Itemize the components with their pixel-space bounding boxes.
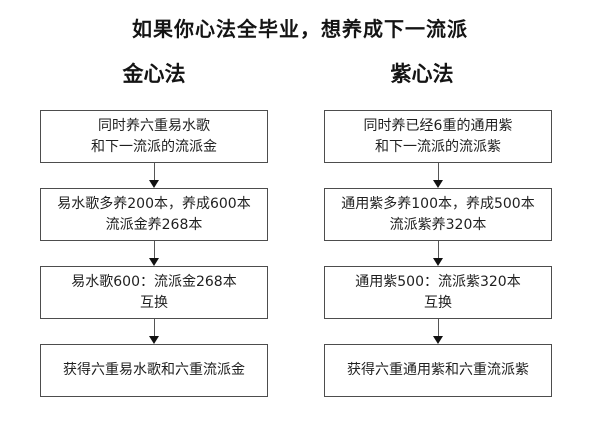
arrow-head <box>433 336 443 344</box>
arrow-shaft <box>437 163 439 180</box>
down-arrow-icon <box>40 319 268 344</box>
down-arrow-icon <box>324 319 552 344</box>
arrow-shaft <box>437 241 439 258</box>
purple-step-3: 通用紫500：流派紫320本 互换 <box>324 266 552 319</box>
page-title: 如果你心法全毕业，想养成下一流派 <box>132 17 468 41</box>
column-purple: 紫心法 同时养已经6重的通用紫 和下一流派的流派紫 通用紫多养100本，养成50… <box>324 60 552 397</box>
arrow-shaft <box>153 241 155 258</box>
down-arrow-icon <box>324 163 552 188</box>
down-arrow-icon <box>324 241 552 266</box>
arrow-head <box>149 180 159 188</box>
arrow-head <box>149 336 159 344</box>
purple-step-1: 同时养已经6重的通用紫 和下一流派的流派紫 <box>324 110 552 163</box>
column-gold-header: 金心法 <box>122 62 186 86</box>
arrow-head <box>433 258 443 266</box>
purple-step-4: 获得六重通用紫和六重流派紫 <box>324 344 552 397</box>
column-purple-header: 紫心法 <box>390 62 454 86</box>
arrow-head <box>149 258 159 266</box>
gold-step-3: 易水歌600：流派金268本 互换 <box>40 266 268 319</box>
gold-step-1: 同时养六重易水歌 和下一流派的流派金 <box>40 110 268 163</box>
arrow-shaft <box>437 319 439 336</box>
arrow-shaft <box>153 163 155 180</box>
arrow-head <box>433 180 443 188</box>
down-arrow-icon <box>40 163 268 188</box>
arrow-shaft <box>153 319 155 336</box>
down-arrow-icon <box>40 241 268 266</box>
gold-step-2: 易水歌多养200本，养成600本 流派金养268本 <box>40 188 268 241</box>
purple-step-2: 通用紫多养100本，养成500本 流派紫养320本 <box>324 188 552 241</box>
column-gold: 金心法 同时养六重易水歌 和下一流派的流派金 易水歌多养200本，养成600本 … <box>40 60 268 397</box>
gold-step-4: 获得六重易水歌和六重流派金 <box>40 344 268 397</box>
